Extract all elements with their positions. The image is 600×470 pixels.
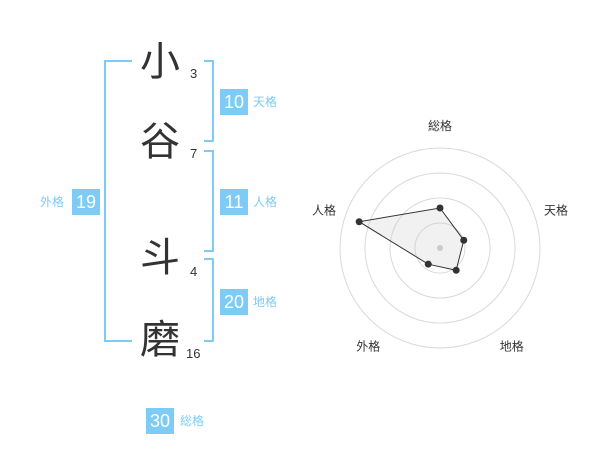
radar-grid-ring bbox=[364, 172, 516, 324]
radar-series-polygon bbox=[357, 207, 465, 271]
radar-data-point bbox=[460, 236, 468, 244]
name-char-1: 小 bbox=[140, 39, 180, 85]
radar-data-point bbox=[424, 260, 432, 268]
stroke-count-4: 16 bbox=[186, 346, 201, 361]
radar-data-point bbox=[355, 218, 363, 226]
chikaku-label: 地格 bbox=[253, 295, 278, 309]
stroke-count-2: 7 bbox=[190, 146, 198, 161]
radar-center-dot bbox=[437, 245, 443, 251]
name-char-2: 谷 bbox=[140, 119, 180, 165]
radar-grid-ring bbox=[414, 222, 466, 274]
jinkaku-bracket bbox=[204, 150, 214, 252]
gaikaku-bracket bbox=[104, 60, 132, 342]
gaikaku-label: 外格 bbox=[40, 195, 65, 209]
name-char-4: 磨 bbox=[140, 317, 180, 363]
jinkaku-label: 人格 bbox=[253, 195, 278, 209]
tenkaku-badge: 10 bbox=[220, 89, 248, 115]
radar-grid-ring bbox=[339, 147, 541, 349]
radar-axis-label: 地格 bbox=[500, 339, 524, 354]
gaikaku-badge: 19 bbox=[72, 189, 100, 215]
radar-axis-label: 総格 bbox=[428, 118, 452, 133]
radar-data-point bbox=[436, 204, 444, 212]
soukaku-label: 総格 bbox=[180, 414, 205, 428]
soukaku-badge: 30 bbox=[146, 408, 174, 434]
chikaku-badge: 20 bbox=[220, 289, 248, 315]
stroke-count-1: 3 bbox=[190, 66, 198, 81]
jinkaku-badge: 11 bbox=[220, 189, 248, 215]
tenkaku-label: 天格 bbox=[253, 95, 278, 109]
chikaku-bracket bbox=[204, 258, 214, 342]
radar-data-point bbox=[452, 266, 460, 274]
tenkaku-bracket bbox=[204, 60, 214, 142]
radar-axis-label: 外格 bbox=[356, 339, 380, 354]
name-char-3: 斗 bbox=[140, 235, 180, 281]
radar-axis-label: 天格 bbox=[544, 202, 568, 217]
radar-axis-label: 人格 bbox=[312, 202, 336, 217]
radar-grid-ring bbox=[389, 197, 491, 299]
stroke-count-3: 4 bbox=[190, 264, 198, 279]
